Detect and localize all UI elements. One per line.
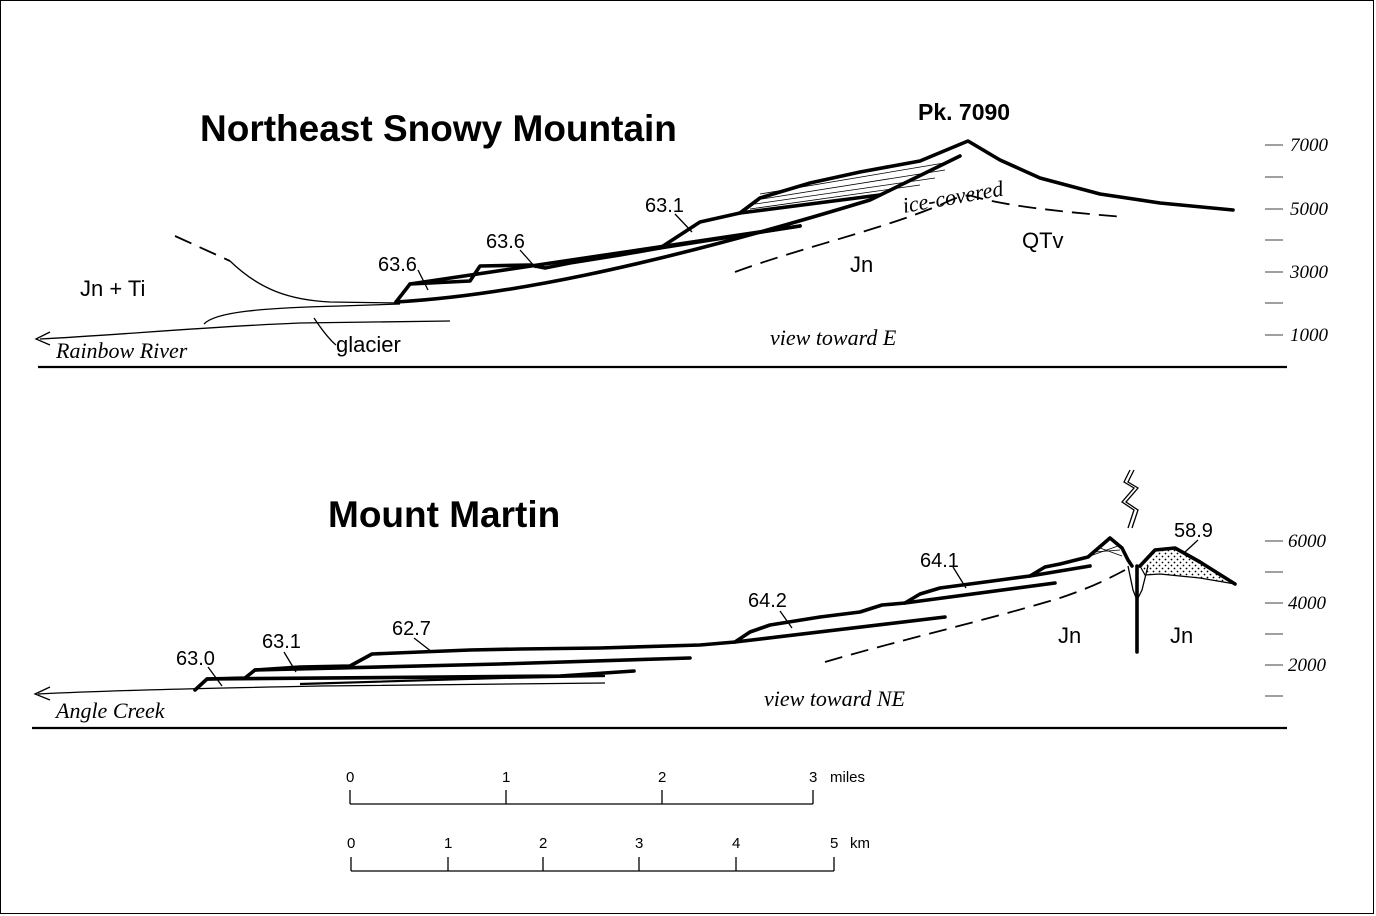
elev-7000: 7000 [1290,135,1329,156]
unit-jn-ti: Jn + Ti [80,276,145,301]
age-label-3: 63.1 [645,195,684,217]
age-label-p2-6: 58.9 [1174,520,1213,542]
age-label-p2-4: 64.2 [748,590,787,612]
flow-base-c [299,674,606,686]
age-leader-p2-1 [207,666,223,687]
valley-profile [229,260,401,304]
km-tick-2: 2 [539,835,547,852]
panel-mount-martin: Mount Martin [32,469,1327,730]
ice-covered-label: ice-covered [901,175,1007,217]
glacier-label: glacier [336,332,401,357]
age-label-p2-5: 64.1 [920,550,959,572]
age-leader-3 [674,213,693,233]
lightning-icon-second-stroke [1125,469,1139,529]
elev-1000: 1000 [1290,325,1329,346]
scale-bar-miles: 0 1 2 3 miles [346,769,865,805]
valley-dashed [174,235,231,262]
miles-tick-2: 2 [658,769,666,786]
elev-4000: 4000 [1288,593,1327,614]
jn-contact-dashed-2 [824,569,1126,663]
miles-tick-1: 1 [502,769,510,786]
mountain-profile [394,139,1235,304]
flow-base-f [1028,564,1092,578]
elevation-scale-1: 7000 5000 3000 1000 [1265,135,1329,346]
dotted-unit-58-9 [1139,547,1236,585]
elev-2000: 2000 [1288,655,1327,676]
elev-6000: 6000 [1288,531,1327,552]
flow-base-b [253,656,692,672]
km-tick-4: 4 [732,835,740,852]
creek-label: Angle Creek [54,698,166,723]
age-label-1: 63.6 [378,254,417,276]
age-label-p2-3: 62.7 [392,618,431,640]
flow-base-2 [658,224,802,250]
river-label: Rainbow River [55,338,188,363]
dike-wall-left [1127,565,1138,601]
panel2-title: Mount Martin [328,494,560,535]
panel-northeast-snowy-mountain: Northeast Snowy Mountain Pk. 7090 [34,99,1329,369]
view-label-1: view toward E [770,325,897,350]
miles-tick-3: 3 [809,769,817,786]
age-label-p2-2: 63.1 [262,631,301,653]
age-leader-p2-5 [952,566,967,589]
age-leader-p2-2 [283,651,297,673]
age-leader-p2-6 [1184,539,1199,553]
river-arrow-icon [34,331,51,346]
unit-jn: Jn [850,252,873,277]
scale-bar-km: 0 1 2 3 4 5 km [347,835,870,872]
lightning-icon [1121,469,1135,529]
unit-qtv: QTv [1022,228,1064,253]
age-leader-p2-4 [779,610,793,629]
creek-arrow-icon [33,686,51,701]
glacier-outline [203,303,401,325]
unit-jn-left: Jn [1058,623,1081,648]
flow-base-d [733,615,947,644]
jn-contact-dashed [734,194,1126,273]
panel1-title: Northeast Snowy Mountain [200,108,677,149]
miles-unit: miles [830,769,865,786]
view-label-2: view toward NE [764,686,906,711]
age-leader-1 [417,269,429,291]
flow-base-a [205,669,636,681]
summit-strata [749,161,951,210]
rainbow-river-line [39,320,451,340]
angle-creek-line [37,682,606,695]
km-tick-1: 1 [444,835,452,852]
elev-3000: 3000 [1289,262,1329,283]
elev-5000: 5000 [1290,199,1329,220]
km-unit: km [850,835,870,852]
age-label-2: 63.6 [486,231,525,253]
peak-label: Pk. 7090 [918,99,1010,125]
glacier-leader [313,317,337,346]
unit-jn-right: Jn [1170,623,1193,648]
age-leader-2 [519,249,537,269]
elevation-scale-2: 6000 4000 2000 [1265,531,1327,697]
km-tick-5: 5 [830,835,838,852]
km-tick-0: 0 [347,835,355,852]
age-leader-p2-3 [413,637,433,653]
summit-strata-2 [1089,545,1123,557]
age-label-p2-1: 63.0 [176,648,215,670]
flow-base-lower [394,154,962,304]
miles-tick-0: 0 [346,769,354,786]
flow-base-3 [738,193,882,215]
km-tick-3: 3 [635,835,643,852]
flow-base-e [903,581,1057,605]
